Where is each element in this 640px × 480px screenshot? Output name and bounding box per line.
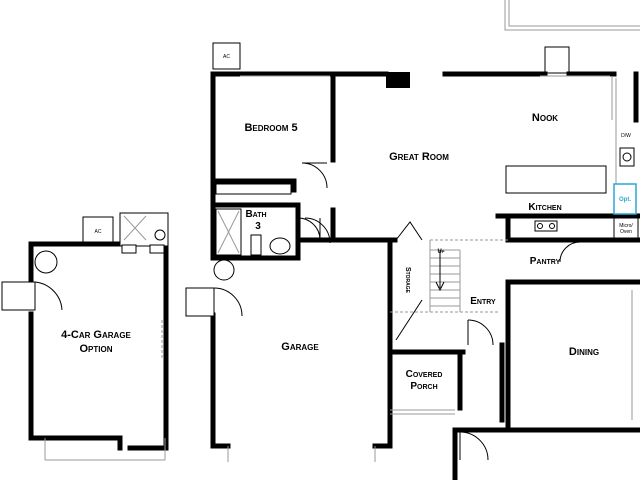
bath3-label: Bath (245, 209, 266, 220)
ac-unit-top: AC (212, 42, 241, 70)
svg-text:AC: AC (95, 229, 102, 235)
stair-up-label: Up (437, 249, 444, 255)
fireplace (386, 72, 410, 88)
garage-option-walls (1, 212, 169, 461)
svg-text:AC: AC (223, 54, 230, 60)
oven-label: Oven (620, 229, 632, 235)
kitchen-island (505, 165, 607, 194)
garage-label: Garage (281, 341, 319, 353)
interior-details (185, 75, 639, 462)
kitchen-label: Kitchen (528, 202, 561, 213)
dishwasher-label: D/W (621, 133, 631, 139)
exterior-top-right (504, 0, 640, 74)
covered-porch-label: Covered (406, 369, 443, 380)
micro-label: Micro/ (619, 223, 633, 229)
storage-label: Storage (404, 267, 411, 294)
garage-option-label: 4-Car Garage (61, 329, 131, 341)
bath3-number: 3 (255, 221, 261, 232)
opt-appliance (613, 183, 637, 215)
bedroom5-label: Bedroom 5 (244, 122, 297, 134)
nook-label: Nook (532, 112, 558, 124)
great-room-label: Great Room (389, 151, 449, 163)
entry-label: Entry (470, 296, 496, 307)
dining-label: Dining (569, 346, 599, 358)
room-labels: Bedroom 5 Great Room Nook Kitchen Bath 3… (61, 112, 599, 392)
fixture-labels: D/W Opt. Micro/ Oven (619, 133, 633, 235)
pantry-label: Pantry (530, 256, 561, 267)
ac-unit-left: AC (82, 216, 114, 245)
garage-option-label-2: Option (79, 343, 112, 355)
chimney-box (544, 46, 570, 74)
opt-label: Opt. (619, 197, 631, 203)
covered-porch-label-2: Porch (410, 381, 437, 392)
